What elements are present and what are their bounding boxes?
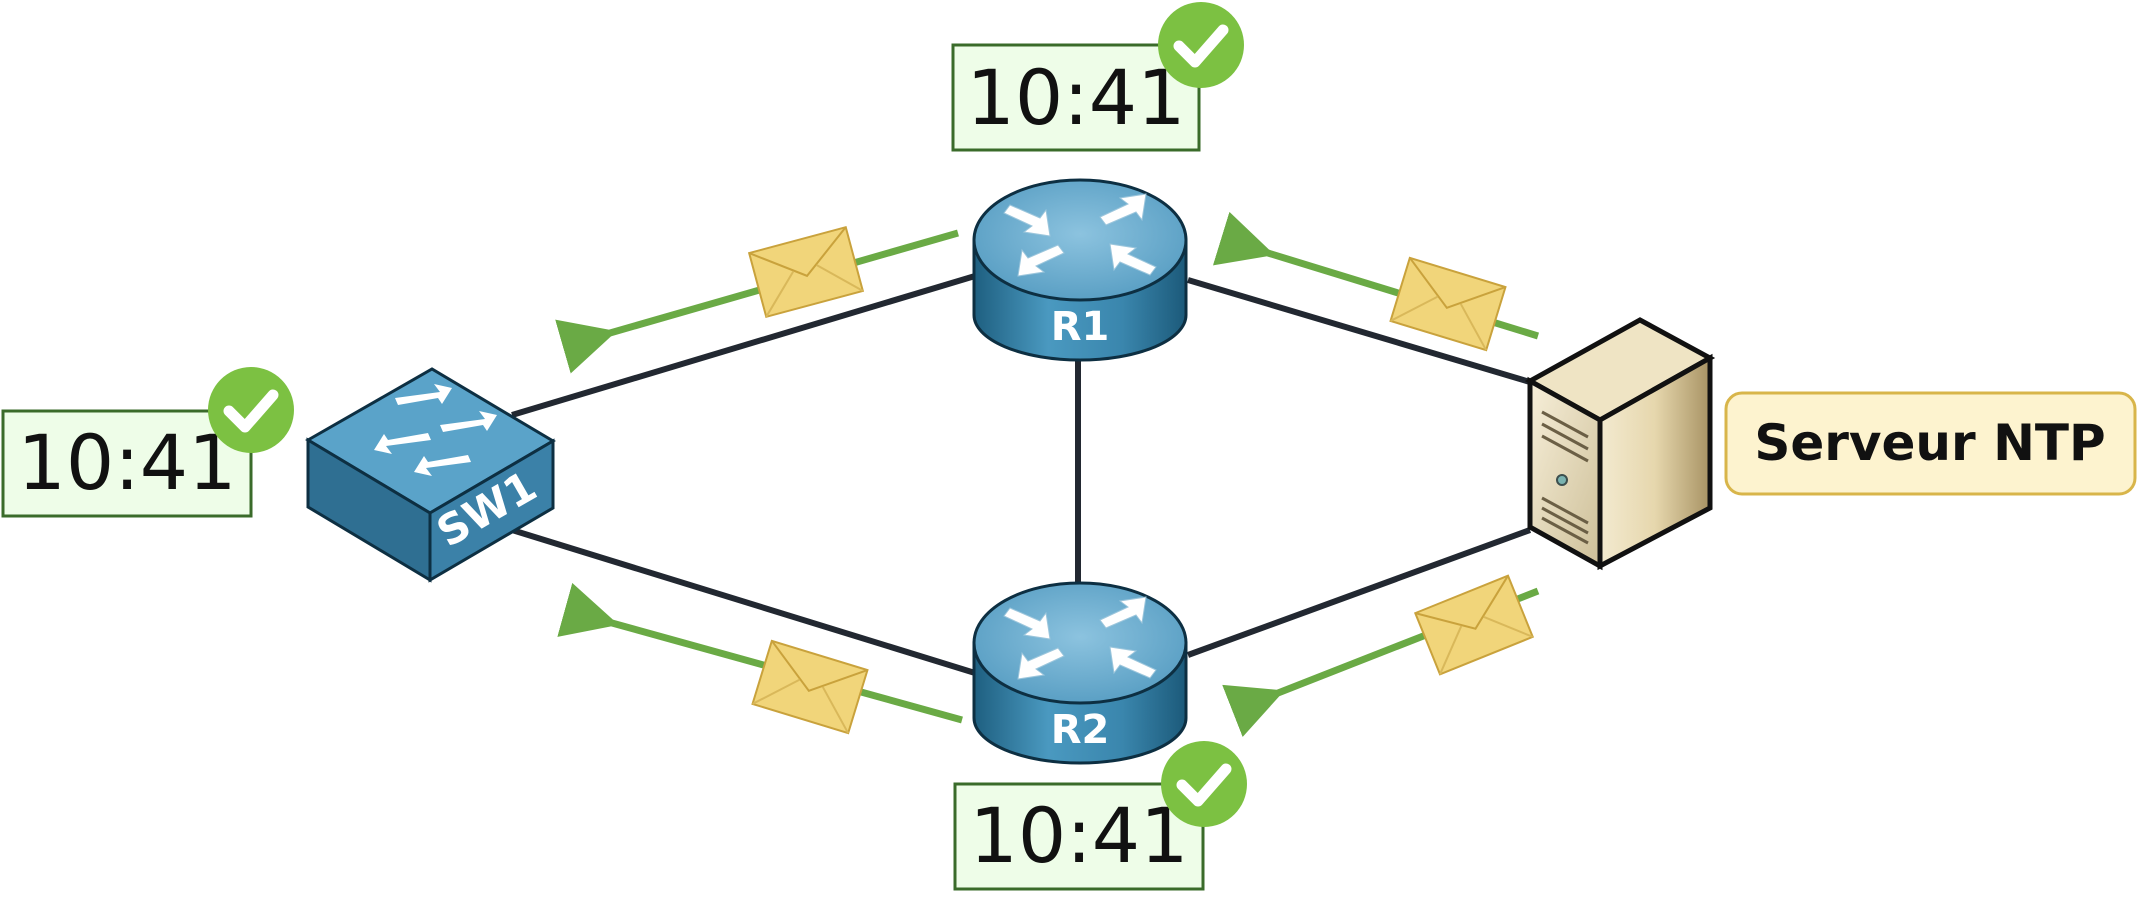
- clock-time-r2: 10:41: [969, 791, 1188, 880]
- check-icon: [208, 367, 294, 453]
- clock-box-sw1: 10:41: [1, 409, 253, 518]
- envelope-icon: [1389, 256, 1507, 352]
- clock-box-r1: 10:41: [951, 43, 1201, 152]
- link-r2-server: [1186, 527, 1532, 658]
- switch-arrows-icon: [374, 384, 497, 476]
- check-icon: [1158, 2, 1244, 88]
- clock-time-r1: 10:41: [966, 53, 1185, 142]
- switch-sw1[interactable]: SW1: [305, 367, 556, 583]
- server-drive-bays: [1541, 410, 1589, 545]
- router-r1[interactable]: R1: [972, 178, 1188, 362]
- router-r1-label: R1: [1051, 304, 1110, 350]
- check-icon: [1161, 741, 1247, 827]
- router-arrows-icon: [1003, 193, 1157, 277]
- link-sw1-r1: [511, 273, 976, 418]
- envelope-icon: [751, 639, 869, 735]
- link-r1-server: [1187, 277, 1531, 385]
- clock-time-sw1: 10:41: [17, 418, 236, 507]
- server-power-icon: [1556, 474, 1568, 486]
- link-sw1-r2: [511, 527, 976, 676]
- router-r2[interactable]: R2: [972, 581, 1188, 765]
- network-links: [511, 273, 1532, 676]
- clock-box-r2: 10:41: [953, 782, 1205, 891]
- envelope-icon: [1413, 574, 1535, 676]
- envelope-icon: [747, 225, 865, 319]
- ntp-server[interactable]: [1524, 317, 1716, 571]
- server-label: Serveur NTP: [1754, 414, 2105, 472]
- router-r2-label: R2: [1051, 707, 1110, 753]
- server-label-box: Serveur NTP: [1724, 391, 2137, 496]
- router-arrows-icon: [1003, 596, 1157, 680]
